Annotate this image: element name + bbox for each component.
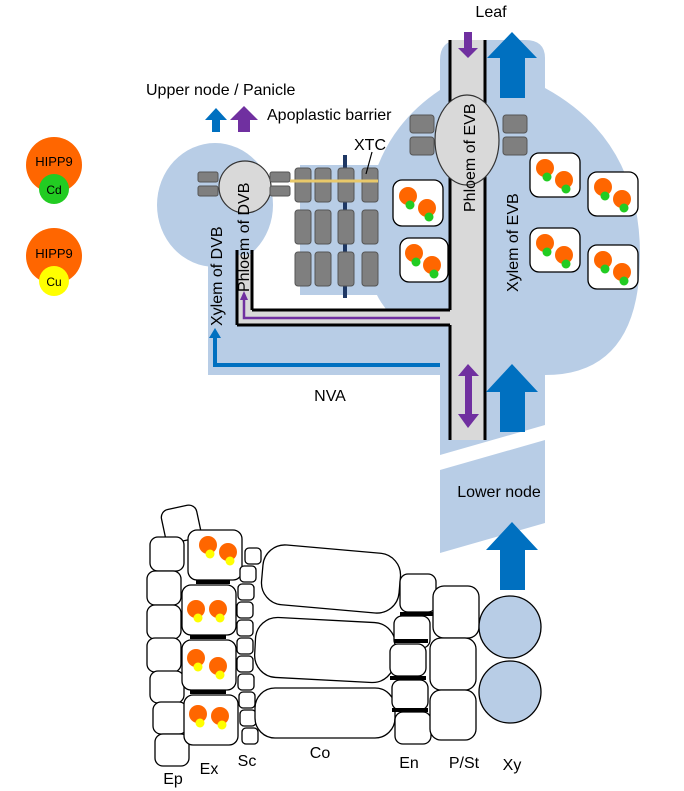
xylem-arrow-evb [486, 364, 538, 432]
label-pst: P/St [449, 755, 480, 772]
label-en: En [399, 755, 419, 772]
exodermis-cells [181, 529, 243, 746]
xtc-pointer [365, 151, 373, 175]
node-cell-1 [392, 179, 444, 227]
legend: HIPP9 Cd HIPP9 Cu [26, 137, 82, 296]
sclerenchyma-cells [236, 547, 262, 745]
pericycle-cells [429, 585, 480, 741]
node-cell-2 [399, 237, 449, 283]
phloem-arrow-panicle [230, 106, 258, 132]
node-cell-5 [529, 227, 581, 273]
legend-cu-metal: Cu [46, 275, 61, 289]
legend-hipp9-cu: HIPP9 Cu [26, 228, 82, 296]
ex-cell-1 [187, 529, 243, 581]
legend-cd-metal: Cd [46, 183, 61, 197]
phloem-arrow-leaf [458, 32, 478, 58]
label-xtc: XTC [354, 137, 386, 154]
label-co: Co [310, 745, 331, 762]
label-apoplastic-barrier: Apoplastic barrier [267, 107, 392, 124]
arrows [205, 32, 538, 590]
label-xylem-dvb: Xylem of DVB [209, 226, 226, 326]
label-phloem-dvb: Phloem of DVB [236, 183, 253, 292]
labels: Leaf Upper node / Panicle Apoplastic bar… [146, 4, 541, 788]
ex-cell-3 [181, 639, 237, 691]
node-cell-4 [587, 171, 639, 217]
legend-cd-protein: HIPP9 [35, 154, 73, 169]
evb-phloem-oval [434, 94, 500, 186]
epidermis-cells [146, 504, 202, 767]
xylem-arrow-root [486, 522, 538, 590]
label-nva: NVA [314, 388, 346, 405]
ex-cell-2 [181, 584, 237, 636]
legend-hipp9-cd: HIPP9 Cd [26, 137, 82, 204]
phloem-diffuse-arrow [242, 298, 440, 320]
label-ex: Ex [200, 761, 219, 778]
root-cross-section [146, 504, 542, 767]
xylem-arrow-leaf [487, 32, 537, 98]
xtc-row-3 [294, 251, 379, 287]
endodermis-cells [389, 573, 437, 745]
cortex-cells [253, 544, 402, 739]
label-sc: Sc [238, 753, 257, 770]
node-hipp9-cells [392, 152, 639, 290]
label-xy: Xy [503, 757, 522, 774]
label-leaf: Leaf [475, 4, 507, 21]
nva-arrow [213, 336, 440, 367]
xtc-row-2 [294, 209, 379, 245]
node-cell-6 [587, 244, 639, 290]
label-ep: Ep [163, 771, 183, 788]
label-xylem-evb: Xylem of EVB [505, 193, 522, 292]
node-vascular-bundles [157, 40, 640, 553]
legend-cu-protein: HIPP9 [35, 246, 73, 261]
xylem-vessels [478, 595, 542, 724]
xtc-array [290, 151, 379, 298]
xtc-row-1 [294, 167, 379, 203]
label-lower-node: Lower node [457, 484, 541, 501]
node-cell-3 [529, 152, 581, 198]
label-upper-node: Upper node / Panicle [146, 82, 296, 99]
xylem-arrow-panicle [205, 108, 227, 132]
sieve-plates [197, 114, 528, 197]
phloem-arrow-bidirectional [458, 364, 479, 428]
ex-cell-4 [183, 694, 239, 746]
label-phloem-evb: Phloem of EVB [462, 104, 479, 213]
lower-node-band-lower [440, 440, 545, 553]
